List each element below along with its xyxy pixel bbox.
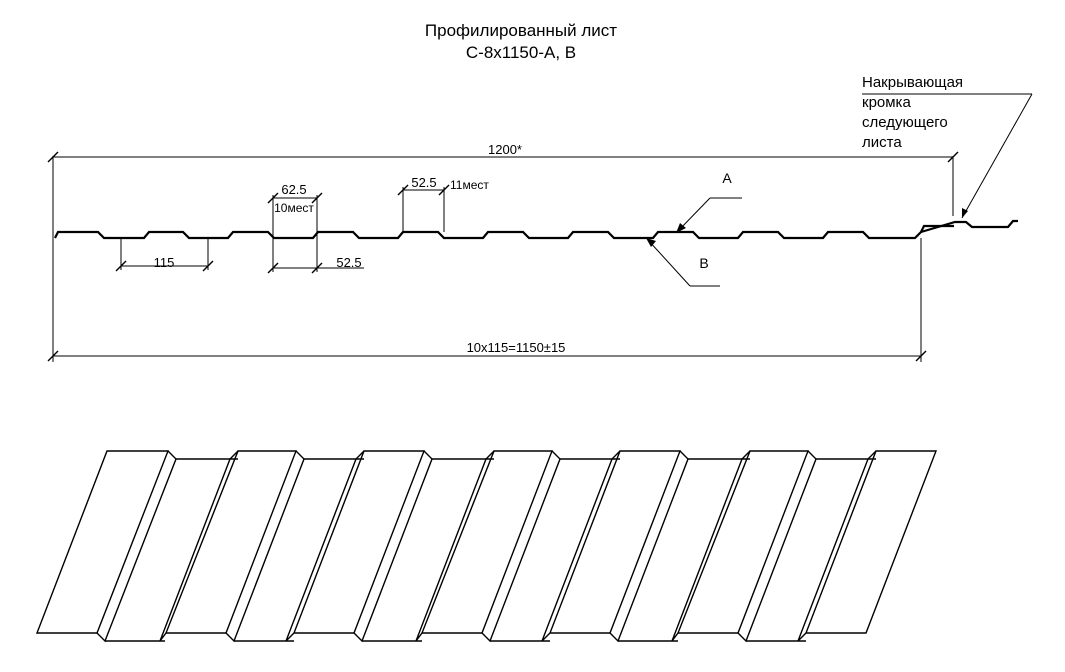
callout-text-4: листа <box>862 134 902 151</box>
isometric-rib-6 <box>671 450 876 643</box>
overlap-edge-line <box>920 219 1018 234</box>
dimension-rib-upper-label: 52.5 <box>411 175 436 190</box>
dimension-overall <box>47 151 959 362</box>
drawing-subtitle: С-8х1150-А, В <box>466 43 576 62</box>
dimension-rib-top <box>267 192 323 238</box>
profile-section-line <box>54 224 954 240</box>
isometric-rib-1 <box>35 450 238 643</box>
isometric-rib-7 <box>797 450 938 642</box>
dimension-pitch-label: 115 <box>154 255 175 270</box>
side-b-leader <box>646 238 720 287</box>
dimension-rib-bottom-label: 52.5 <box>336 255 361 270</box>
dimension-pitch <box>115 238 214 272</box>
isometric-rib-3 <box>285 450 494 643</box>
dimension-effective-label: 10х115=1150±15 <box>467 340 566 355</box>
dimension-overall-label: 1200* <box>488 142 522 157</box>
dimension-rib-upper-count: 11мест <box>450 178 489 192</box>
isometric-rib-4 <box>415 450 620 643</box>
dimension-rib-top-label: 62.5 <box>281 182 306 197</box>
callout-text-3: следующего <box>862 114 948 131</box>
dimension-rib-bottom <box>267 238 364 274</box>
dimension-effective <box>47 238 927 362</box>
callout-leader <box>862 93 1033 219</box>
isometric-rib-2 <box>159 450 364 643</box>
drawing-title: Профилированный лист <box>425 21 617 40</box>
isometric-sheet-view <box>35 450 938 643</box>
callout-text-1: Накрывающая <box>862 74 963 91</box>
side-a-leader <box>676 197 742 233</box>
callout-text-2: кромка <box>862 94 911 111</box>
side-b-label: B <box>699 255 708 271</box>
side-a-label: A <box>722 170 732 186</box>
dimension-rib-upper <box>397 184 450 232</box>
dimension-rib-top-count: 10мест <box>274 201 314 215</box>
isometric-rib-5 <box>541 450 750 643</box>
